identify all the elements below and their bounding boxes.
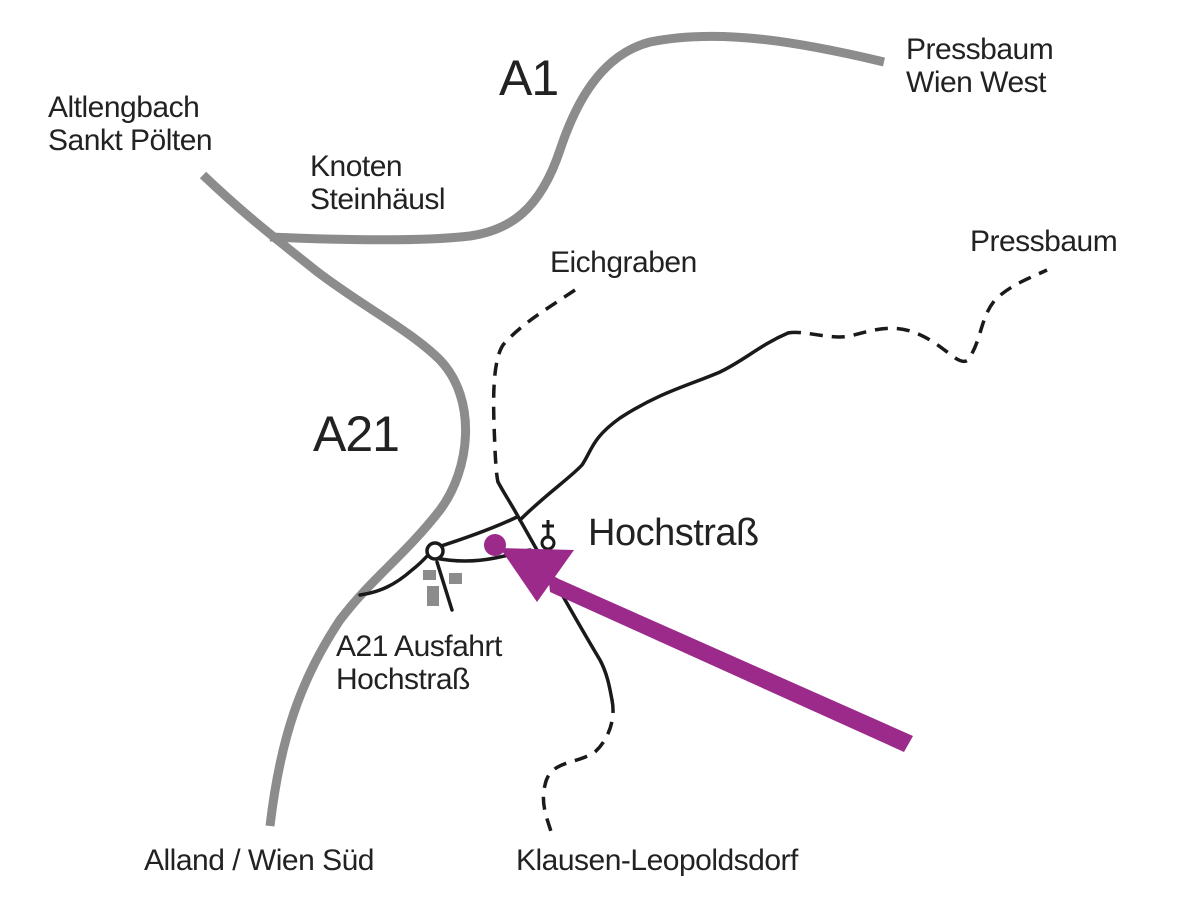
trail-pressbaum	[787, 268, 1048, 364]
church-cross-icon	[540, 520, 556, 551]
destination-label-pressbaum-wien-west: Pressbaum Wien West	[906, 33, 1054, 99]
a21-road-label: A21	[313, 406, 400, 462]
exit-line: A21 Ausfahrt	[336, 630, 502, 663]
destination-label-klausen-leopoldsdorf: Klausen-Leopoldsdorf	[516, 844, 798, 877]
road-to-pressbaum	[518, 331, 790, 522]
destination-label-pressbaum: Pressbaum	[970, 225, 1118, 258]
interchange-ring-icon	[425, 541, 445, 561]
destination-label-eichgraben: Eichgraben	[550, 246, 697, 279]
trail-klausen	[541, 699, 615, 836]
junction-label-knoten-steinhaeusl: Knoten Steinhäusl	[310, 150, 446, 216]
exit-spur	[435, 560, 454, 612]
destination-line: Pressbaum	[906, 33, 1054, 66]
a1-motorway	[269, 31, 886, 245]
building-icon	[449, 573, 462, 584]
location-marker-icon	[484, 534, 506, 556]
a21-motorway	[199, 171, 470, 827]
junction-line: Knoten	[310, 150, 403, 183]
junction-line: Steinhäusl	[310, 183, 446, 216]
trail-eichgraben	[491, 288, 576, 483]
a1-road-label: A1	[499, 50, 559, 106]
destination-line: Wien West	[906, 66, 1046, 99]
road-to-klausen	[518, 518, 614, 702]
building-icon	[423, 570, 436, 580]
destination-label-altlengbach: Altlengbach Sankt Pölten	[48, 91, 213, 157]
pointer-arrow-icon	[500, 548, 913, 752]
destination-line: Sankt Pölten	[48, 124, 213, 157]
building-icons	[423, 570, 462, 606]
road-to-eichgraben	[496, 480, 522, 522]
target-place-label: Hochstraß	[588, 512, 759, 554]
destination-line: Altlengbach	[48, 91, 200, 124]
exit-label: A21 Ausfahrt Hochstraß	[336, 630, 502, 696]
building-icon	[427, 586, 439, 606]
destination-label-alland-wien-sued: Alland / Wien Süd	[144, 844, 374, 877]
exit-line: Hochstraß	[336, 663, 470, 696]
